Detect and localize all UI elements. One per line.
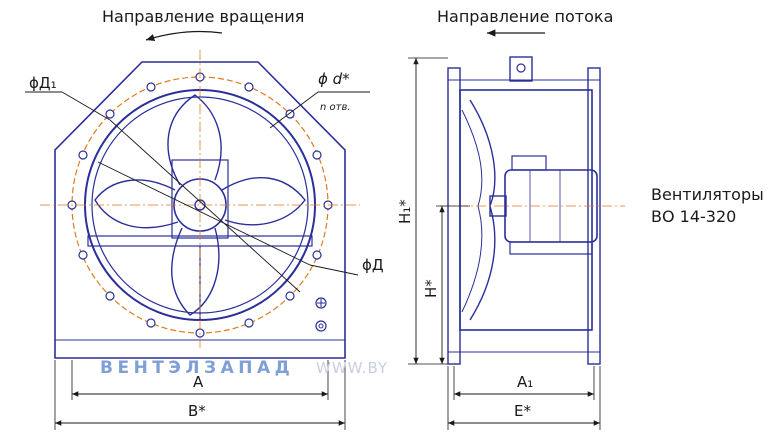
watermark-brand: ВЕНТЭЛЗАПАД bbox=[100, 358, 294, 378]
casing-body bbox=[459, 89, 593, 331]
caption-line-1: Вентиляторы bbox=[651, 185, 764, 204]
impeller-blades bbox=[94, 94, 306, 316]
side-view bbox=[408, 29, 625, 430]
label-d1: ϕД₁ bbox=[29, 74, 57, 92]
label-d: ϕД bbox=[362, 256, 384, 274]
label-e: Е* bbox=[514, 402, 531, 420]
housing-plate bbox=[54, 61, 346, 359]
watermark-url: WWW.BY bbox=[316, 359, 388, 377]
caption-line-2: ВО 14-320 bbox=[651, 207, 736, 226]
label-h1: H₁* bbox=[396, 199, 414, 224]
rotation-arrow bbox=[145, 30, 223, 41]
label-a1: А₁ bbox=[517, 373, 533, 391]
rotation-direction-label: Направление вращения bbox=[102, 7, 304, 26]
hub bbox=[173, 178, 227, 232]
label-a: А bbox=[193, 373, 204, 391]
label-h: H* bbox=[422, 279, 440, 298]
label-b: В* bbox=[188, 402, 206, 420]
flow-direction-label: Направление потока bbox=[437, 7, 613, 26]
label-holes: n отв. bbox=[320, 102, 351, 113]
front-view bbox=[25, 30, 370, 430]
label-d-hole: ϕ d* bbox=[318, 70, 350, 88]
